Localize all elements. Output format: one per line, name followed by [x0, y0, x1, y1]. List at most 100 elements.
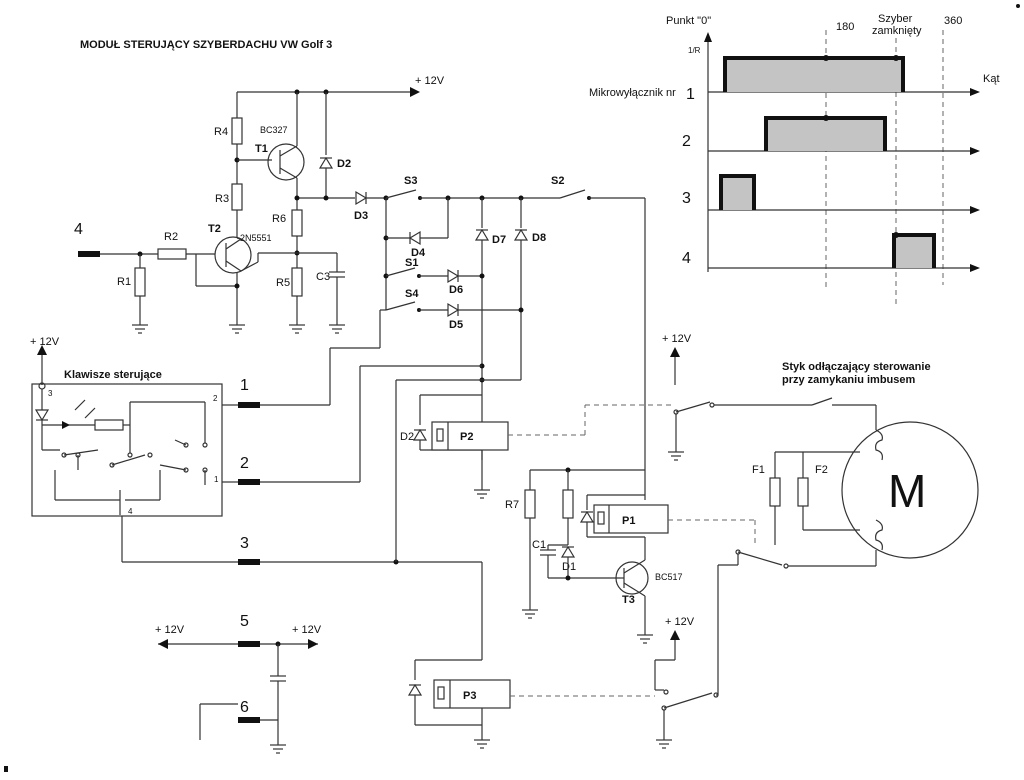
diode-d7 — [474, 228, 490, 241]
label-t1: T1 — [255, 143, 268, 155]
label-c3: C3 — [316, 271, 330, 283]
supply-right: + 12V — [292, 624, 322, 636]
resistor-r4 — [231, 117, 243, 145]
label-r3: R3 — [215, 193, 229, 205]
timing-unit: 1/R — [688, 46, 701, 55]
resistor-r6 — [291, 209, 303, 237]
diode-d1 — [560, 545, 576, 558]
label-t2-type: 2N5551 — [240, 233, 272, 243]
connector-1: 1 — [240, 377, 249, 394]
label-s4: S4 — [405, 288, 419, 300]
timing-row-2: 2 — [682, 133, 691, 150]
resistor-r7 — [524, 489, 536, 519]
timing-kat: Kąt — [983, 73, 1000, 85]
pulse-1 — [723, 56, 905, 92]
label-d7: D7 — [492, 234, 506, 246]
timing-szyber-1: Szyber — [878, 13, 913, 25]
label-p3: P3 — [463, 690, 476, 702]
label-s2: S2 — [551, 175, 564, 187]
supply-p3: + 12V — [665, 616, 695, 628]
label-t2: T2 — [208, 223, 221, 235]
label-p1: P1 — [622, 515, 635, 527]
key-pin-4: 4 — [128, 507, 133, 516]
label-d2: D2 — [337, 158, 351, 170]
label-d5: D5 — [449, 319, 463, 331]
pulse-2 — [764, 116, 887, 151]
label-d8: D8 — [532, 232, 546, 244]
pulse-3 — [719, 174, 756, 210]
label-c1: C1 — [532, 539, 546, 551]
connector-3: 3 — [240, 535, 249, 552]
resistor-r5 — [291, 267, 303, 297]
diode-d8 — [513, 228, 529, 241]
label-d2-relay: D2 — [400, 431, 414, 443]
timing-punkt: Punkt "0" — [666, 15, 711, 27]
timing-szyber-2: zamknięty — [872, 25, 922, 37]
label-d3: D3 — [354, 210, 368, 222]
diode-d5 — [447, 302, 460, 318]
diagram-title: MODUŁ STERUJĄCY SZYBERDACHU VW Golf 3 — [80, 39, 332, 51]
relay-p2 — [431, 421, 509, 451]
supply-keys: + 12V — [30, 336, 60, 348]
diode-d3 — [355, 190, 368, 206]
label-r4: R4 — [214, 126, 228, 138]
diode-p3 — [407, 683, 423, 696]
label-t3-type: BC517 — [655, 572, 683, 582]
diode-d4 — [408, 230, 421, 246]
motor-winding-bottom — [875, 519, 883, 551]
diode-d6 — [447, 268, 460, 284]
timing-row-3: 3 — [682, 190, 691, 207]
label-d4: D4 — [411, 247, 426, 259]
resistor-r3 — [231, 183, 243, 211]
connector-4: 4 — [74, 221, 83, 238]
label-motor: M — [888, 465, 926, 517]
relay-p3 — [433, 679, 511, 709]
pulse-4 — [892, 233, 936, 268]
connector-5: 5 — [240, 613, 249, 630]
timing-mikro: Mikrowyłącznik nr — [589, 87, 676, 99]
transistor-t3 — [615, 561, 649, 595]
keys-title: Klawisze sterujące — [64, 369, 162, 381]
relay-p1 — [593, 504, 669, 534]
motor-winding-top — [875, 429, 883, 461]
label-f1: F1 — [752, 464, 765, 476]
connector-2: 2 — [240, 455, 249, 472]
key-pin-2: 2 — [213, 394, 218, 403]
label-s3: S3 — [404, 175, 417, 187]
diode-d2-relay — [412, 428, 428, 441]
label-d1: D1 — [562, 561, 576, 573]
supply-left: + 12V — [155, 624, 185, 636]
transistor-t1 — [267, 143, 305, 181]
supply-mid: + 12V — [662, 333, 692, 345]
motor — [841, 421, 979, 559]
label-f2: F2 — [815, 464, 828, 476]
timing-180: 180 — [836, 21, 854, 33]
label-r2: R2 — [164, 231, 178, 243]
supply-label: + 12V — [415, 75, 445, 87]
label-r5: R5 — [276, 277, 290, 289]
label-s1: S1 — [405, 257, 418, 269]
key-pin-3: 3 — [48, 389, 53, 398]
diode-d2 — [318, 156, 334, 169]
control-keys-box — [31, 383, 223, 517]
label-r1: R1 — [117, 276, 131, 288]
resistor-r2 — [157, 248, 187, 260]
connector-6: 6 — [240, 699, 249, 716]
label-p2: P2 — [460, 431, 473, 443]
fuse-f1 — [769, 477, 781, 507]
motor-note-line2: przy zamykaniu imbusem — [782, 374, 915, 386]
led-icon — [34, 409, 50, 422]
fuse-f2 — [797, 477, 809, 507]
motor-note-line1: Styk odłączający sterowanie — [782, 361, 931, 373]
label-r6: R6 — [272, 213, 286, 225]
label-d6: D6 — [449, 284, 463, 296]
label-r7: R7 — [505, 499, 519, 511]
timing-row-4: 4 — [682, 250, 691, 267]
label-t1-type: BC327 — [260, 125, 288, 135]
key-pin-1: 1 — [214, 475, 219, 484]
resistor-r1 — [134, 267, 146, 297]
label-t3: T3 — [622, 594, 635, 606]
timing-diagram: Punkt "0" 180 Szyber zamknięty 360 1/R K… — [589, 13, 1000, 305]
transistor-t2 — [214, 236, 252, 274]
